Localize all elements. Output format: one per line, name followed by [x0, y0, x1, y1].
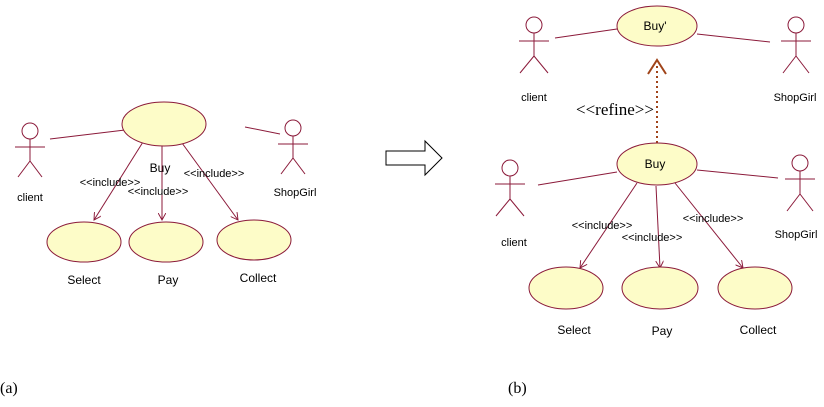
usecase-buyprime-label: Buy' [644, 19, 667, 33]
include-arrow-collect-b [674, 182, 743, 268]
actor-client-a [15, 122, 45, 178]
association-client-buy-b [537, 171, 618, 186]
actor-client-b-top-label: client [521, 92, 547, 104]
association-shopgirl-buy-b [696, 169, 779, 179]
caption-b: (b) [508, 380, 527, 397]
usecase-select-a-label: Select [67, 273, 101, 287]
refine-arrowhead [647, 58, 667, 75]
include-label-select-a: <<include>> [80, 177, 141, 189]
actor-client-b-bottom-label: client [501, 237, 527, 249]
actor-client-b-bottom [495, 159, 525, 217]
usecase-buy-a-label: Buy [150, 161, 171, 175]
panel-b: client ShopGirl Buy' <<refine>> client [495, 5, 818, 397]
usecase-pay-a-label: Pay [158, 273, 179, 287]
usecase-select-b [528, 266, 604, 310]
usecase-pay-a [128, 221, 204, 263]
association-client-buy-a [49, 129, 126, 140]
usecase-collect-b-label: Collect [740, 323, 777, 337]
actor-client-a-label: client [17, 192, 43, 204]
include-arrow-select-b [580, 182, 638, 268]
actor-shopgirl-a-label: ShopGirl [274, 187, 317, 199]
include-arrow-select-a [94, 141, 144, 220]
usecase-collect-a [216, 219, 292, 261]
right-arrow-icon [385, 139, 443, 177]
include-label-pay-b: <<include>> [622, 232, 683, 244]
usecase-pay-b-label: Pay [652, 324, 673, 338]
usecase-collect-a-label: Collect [240, 271, 277, 285]
association-shopgirl-buyprime [696, 33, 771, 43]
usecase-buy-a [121, 101, 207, 147]
refine-label: <<refine>> [576, 100, 654, 119]
include-label-select-b: <<include>> [572, 220, 633, 232]
actor-shopgirl-b-top [781, 16, 811, 74]
include-arrow-pay-b [655, 185, 660, 268]
association-shopgirl-buy-a [244, 126, 281, 135]
actor-shopgirl-a [278, 119, 308, 175]
actor-shopgirl-b-bottom [785, 154, 815, 212]
usecase-collect-b [717, 266, 793, 310]
include-label-collect-b: <<include>> [683, 213, 744, 225]
actor-client-b-top [519, 16, 549, 74]
usecase-select-a [46, 221, 122, 263]
usecase-pay-b [621, 266, 699, 310]
actor-shopgirl-b-bottom-label: ShopGirl [775, 229, 818, 241]
include-label-pay-a: <<include>> [128, 186, 189, 198]
usecase-buy-b [616, 142, 698, 186]
usecase-buy-b-label: Buy [645, 157, 666, 171]
usecase-select-b-label: Select [557, 323, 591, 337]
association-client-buyprime [554, 28, 618, 39]
include-arrow-collect-a [181, 142, 238, 220]
caption-a: (a) [0, 380, 18, 397]
include-label-collect-a: <<include>> [184, 168, 245, 180]
actor-shopgirl-b-top-label: ShopGirl [774, 92, 817, 104]
panel-a: client ShopGirl Buy <<include>> <<includ… [0, 101, 317, 397]
usecase-buyprime [616, 5, 698, 47]
